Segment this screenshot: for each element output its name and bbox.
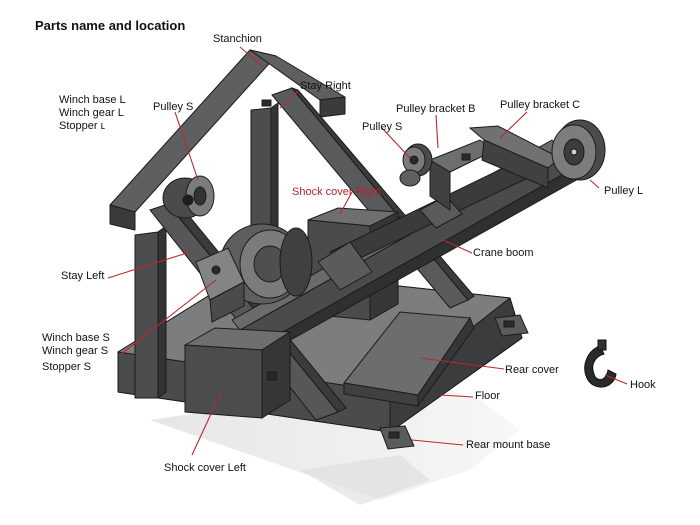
label-group-winch-l: Winch base L Winch gear L Stopper ʟ	[59, 94, 126, 133]
rear-mount-base-part	[379, 314, 529, 450]
label-rear-mount-base: Rear mount base	[466, 439, 551, 451]
label-rear-cover: Rear cover	[505, 364, 559, 376]
label-pulley-s-left: Pulley S	[153, 101, 194, 113]
label-floor: Floor	[475, 390, 501, 402]
label-shock-cover-right: Shock cover Right	[292, 186, 382, 198]
pulley-s-right-part	[399, 143, 433, 187]
label-winch-gear-s: Winch gear S	[42, 345, 109, 357]
label-winch-base-s: Winch base S	[42, 332, 110, 344]
pulley-bracket-b-part	[428, 139, 497, 211]
label-pulley-s-right: Pulley S	[362, 121, 403, 133]
diagram-title: Parts name and location	[35, 18, 186, 33]
label-group-winch-s: Winch base S Winch gear S Stopper S	[42, 332, 110, 374]
label-winch-base-l: Winch base L	[59, 94, 126, 106]
label-stay-right: Stay Right	[300, 80, 351, 92]
label-stanchion: Stanchion	[213, 33, 262, 45]
label-stopper-l: Stopper ʟ	[59, 120, 106, 132]
rear-cover-part	[343, 311, 475, 408]
label-stopper-s: Stopper S	[42, 361, 91, 373]
stanchion-part	[109, 49, 346, 399]
winch-assembly-part	[195, 223, 313, 323]
label-pulley-bracket-c: Pulley bracket C	[500, 99, 581, 111]
shock-cover-left-part	[183, 327, 292, 419]
label-shock-cover-left: Shock cover Left	[164, 462, 246, 474]
label-pulley-bracket-b: Pulley bracket B	[396, 103, 476, 115]
pulley-l-part	[551, 119, 606, 181]
hook-part	[584, 339, 617, 388]
label-crane-boom: Crane boom	[473, 247, 534, 259]
pulley-s-left-part	[162, 175, 215, 219]
label-hook: Hook	[630, 379, 656, 391]
crane-boom-part	[231, 139, 581, 357]
leader-lines	[107, 46, 628, 456]
pulley-bracket-c-part	[468, 125, 561, 189]
label-winch-gear-l: Winch gear L	[59, 107, 124, 119]
label-pulley-l: Pulley L	[604, 185, 644, 197]
label-stay-left: Stay Left	[61, 270, 105, 282]
